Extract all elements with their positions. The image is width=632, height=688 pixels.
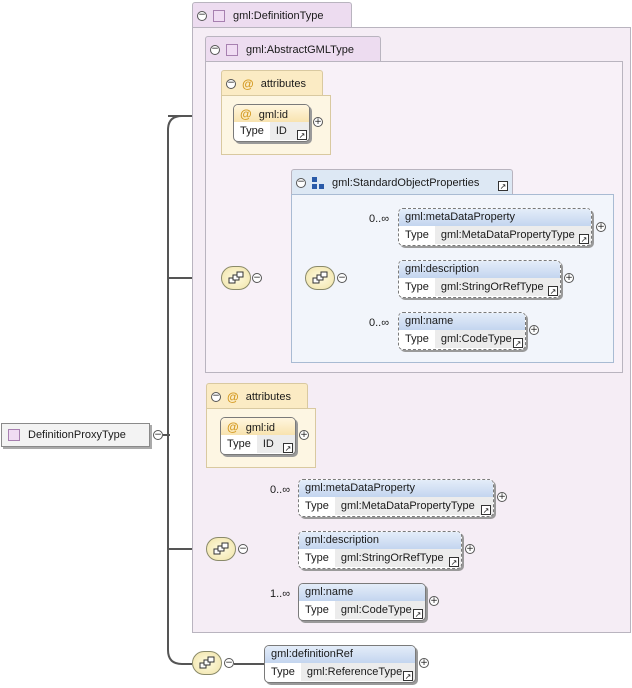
attribute-icon: @: [240, 107, 252, 121]
type-value: gml:CodeType: [334, 601, 425, 619]
attributes-label: attributes: [260, 77, 306, 90]
link-arrow-icon[interactable]: ↗: [513, 338, 523, 348]
type-value: gml:MetaDataPropertyType: [434, 226, 591, 244]
sequence-compositor-icon[interactable]: [192, 651, 222, 675]
link-arrow-icon[interactable]: ↗: [481, 505, 491, 515]
element-name: gml:description: [299, 532, 461, 549]
plus-icon[interactable]: +: [596, 222, 606, 232]
type-key: Type: [271, 666, 295, 678]
link-arrow-icon[interactable]: ↗: [297, 130, 307, 140]
collapse-icon[interactable]: −: [226, 78, 236, 89]
complex-type-icon: [213, 9, 225, 22]
link-arrow-icon[interactable]: ↗: [403, 671, 413, 681]
collapse-icon[interactable]: −: [153, 430, 163, 440]
definition-type-tab[interactable]: − gml:DefinitionType: [192, 2, 352, 28]
outer-metadata-property-element[interactable]: gml:metaDataProperty Type gml:MetaDataPro…: [298, 479, 494, 517]
type-key: Type: [305, 552, 329, 564]
abstract-gml-type-label: gml:AbstractGMLType: [246, 43, 354, 56]
plus-icon[interactable]: +: [497, 492, 507, 502]
complex-type-icon: [8, 429, 20, 441]
attribute-icon: @: [227, 389, 239, 404]
element-name: gml:definitionRef: [265, 646, 415, 663]
plus-icon[interactable]: +: [529, 325, 539, 335]
attributes-tab[interactable]: − @ attributes: [206, 383, 308, 409]
type-key: Type: [305, 604, 329, 616]
sequence-compositor-icon[interactable]: [221, 266, 251, 290]
collapse-icon[interactable]: −: [337, 273, 347, 283]
gml-id-name: gml:id: [245, 422, 276, 434]
inner-metadata-property-element[interactable]: gml:metaDataProperty Type gml:MetaDataPro…: [398, 208, 592, 246]
element-name: gml:description: [399, 261, 560, 278]
standard-object-properties-tab[interactable]: − gml:StandardObjectProperties ↗: [291, 169, 513, 195]
type-key: Type: [305, 500, 329, 512]
collapse-icon[interactable]: −: [211, 391, 221, 402]
abstract-gml-type-tab[interactable]: − gml:AbstractGMLType: [205, 36, 381, 62]
occurrence-label: 0..∞: [369, 213, 390, 225]
attributes-label: attributes: [245, 390, 291, 403]
type-value: gml:MetaDataPropertyType: [334, 497, 493, 515]
link-arrow-icon[interactable]: ↗: [498, 181, 508, 191]
type-value: gml:CodeType: [434, 330, 525, 348]
type-key: Type: [227, 438, 251, 450]
link-arrow-icon[interactable]: ↗: [548, 286, 558, 296]
plus-icon[interactable]: +: [419, 658, 429, 668]
sequence-compositor-icon[interactable]: [305, 266, 335, 290]
attributes-tab[interactable]: − @ attributes: [221, 70, 323, 96]
occurrence-label: 0..∞: [270, 484, 291, 496]
type-value: gml:StringOrRefType: [334, 549, 461, 567]
complex-type-icon: [226, 43, 238, 56]
sequence-compositor-icon[interactable]: [206, 537, 236, 561]
collapse-icon[interactable]: −: [210, 44, 220, 55]
link-arrow-icon[interactable]: ↗: [449, 557, 459, 567]
plus-icon[interactable]: +: [429, 596, 439, 606]
attribute-icon: @: [227, 420, 239, 434]
occurrence-label: 0..∞: [369, 317, 390, 329]
definition-type-label: gml:DefinitionType: [233, 9, 324, 22]
occurrence-label: 1..∞: [270, 588, 291, 600]
plus-icon[interactable]: +: [564, 273, 574, 283]
inner-name-element[interactable]: gml:name Type gml:CodeType ↗: [398, 312, 526, 350]
attribute-icon: @: [242, 76, 254, 91]
root-type-box[interactable]: DefinitionProxyType: [1, 423, 150, 447]
type-value: gml:ReferenceType: [300, 663, 415, 681]
type-key: Type: [405, 281, 429, 293]
standard-object-properties-label: gml:StandardObjectProperties: [332, 176, 480, 189]
element-name: gml:name: [299, 584, 425, 601]
type-key: Type: [405, 229, 429, 241]
link-arrow-icon[interactable]: ↗: [579, 234, 589, 244]
link-arrow-icon[interactable]: ↗: [283, 443, 293, 453]
type-value: gml:StringOrRefType: [434, 278, 560, 296]
plus-icon[interactable]: +: [313, 117, 323, 127]
group-icon: [312, 176, 324, 189]
plus-icon[interactable]: +: [299, 430, 309, 440]
element-name: gml:metaDataProperty: [399, 209, 591, 226]
element-name: gml:name: [399, 313, 525, 330]
link-arrow-icon[interactable]: ↗: [413, 609, 423, 619]
element-name: gml:metaDataProperty: [299, 480, 493, 497]
type-key: Type: [405, 333, 429, 345]
collapse-icon[interactable]: −: [197, 10, 207, 21]
collapse-icon[interactable]: −: [252, 273, 262, 283]
plus-icon[interactable]: +: [465, 544, 475, 554]
collapse-icon[interactable]: −: [238, 544, 248, 554]
root-label: DefinitionProxyType: [28, 429, 126, 441]
type-key: Type: [240, 125, 264, 137]
collapse-icon[interactable]: −: [224, 658, 234, 668]
gml-id-name: gml:id: [258, 109, 289, 121]
outer-name-element[interactable]: gml:name Type gml:CodeType ↗: [298, 583, 426, 621]
collapse-icon[interactable]: −: [296, 177, 306, 188]
